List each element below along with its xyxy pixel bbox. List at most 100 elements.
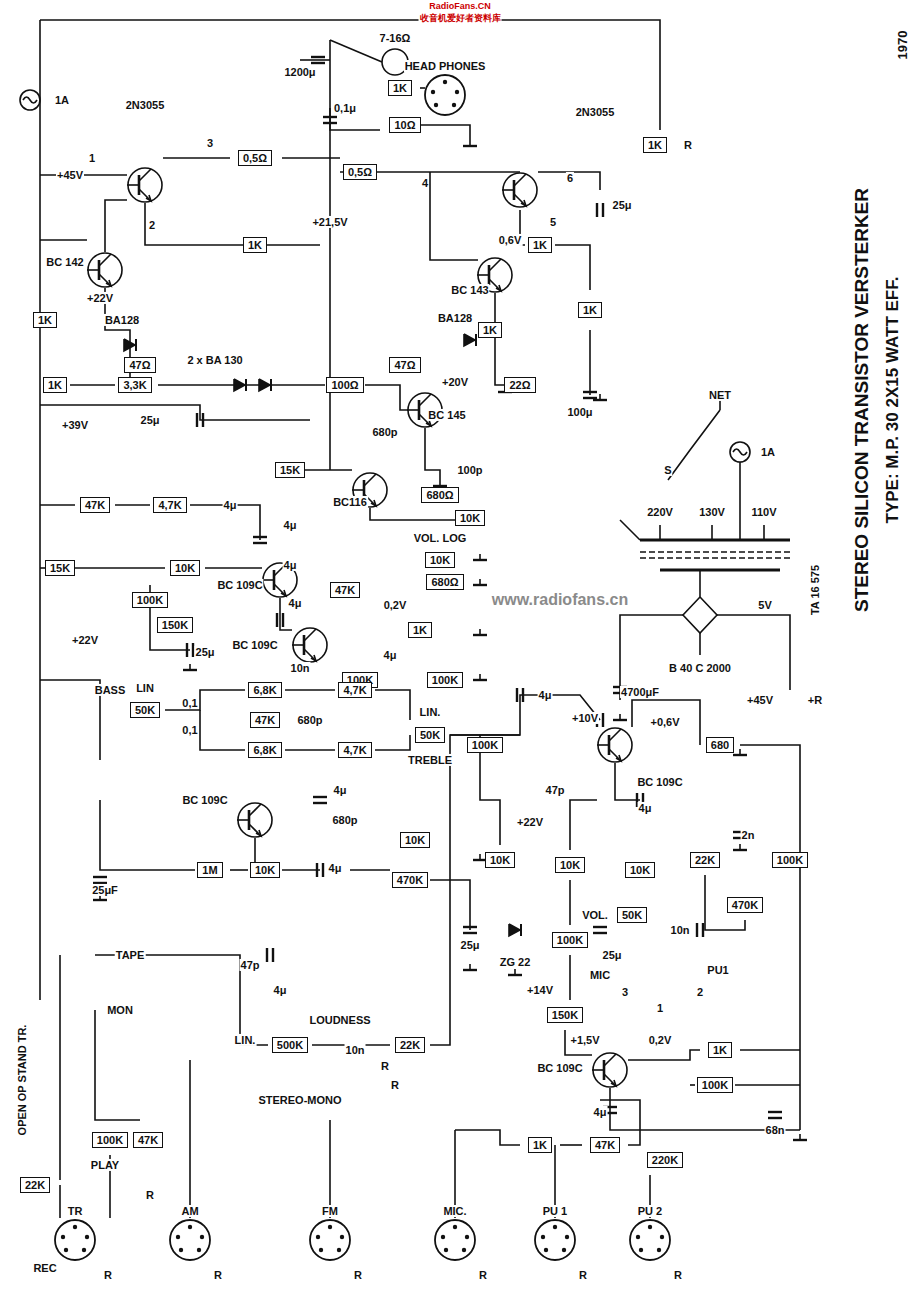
wire xyxy=(450,695,600,735)
component-value: 100Ω xyxy=(331,379,358,391)
rectifier-bridge xyxy=(683,597,717,633)
resistor-symbol: 10K xyxy=(555,857,585,874)
part-label: R xyxy=(353,1269,363,1281)
part-label: 1 xyxy=(88,152,96,164)
part-label: 4μ xyxy=(283,519,298,531)
wire xyxy=(620,615,683,700)
resistor-symbol: 47K xyxy=(133,1132,163,1149)
part-label: R xyxy=(145,1189,155,1201)
wire xyxy=(282,157,340,159)
resistor-symbol: 15K xyxy=(45,560,75,577)
wire xyxy=(40,405,310,420)
resistor-symbol: 1K xyxy=(33,312,57,329)
component-value: 1M xyxy=(202,864,217,876)
wire xyxy=(699,570,701,597)
watermark: 收音机爱好者资料库 xyxy=(419,14,502,24)
component-value: 1K xyxy=(583,304,597,316)
wire xyxy=(699,633,701,655)
resistor-symbol: 22K xyxy=(690,852,720,869)
part-label: 4μ xyxy=(333,784,348,796)
component-value: 470K xyxy=(732,899,758,911)
part-label: VOL. xyxy=(581,909,609,921)
part-label: 0,2V xyxy=(648,1034,673,1046)
part-label: 100μ xyxy=(566,406,593,418)
diagram-title: STEREO SILICON TRANSISTOR VERSTERKER xyxy=(852,187,873,613)
part-label: PU1 xyxy=(706,964,729,976)
part-label: R xyxy=(683,139,693,151)
resistor-symbol: 1K xyxy=(643,137,667,154)
component-value: 1K xyxy=(533,1139,547,1151)
capacitor-symbol xyxy=(311,57,325,63)
part-label: LOUDNESS xyxy=(308,1014,371,1026)
wire xyxy=(455,1130,520,1145)
wire xyxy=(375,690,410,720)
part-label: 4μ xyxy=(328,862,343,874)
part-label: 110V xyxy=(750,506,777,518)
ground-symbol xyxy=(433,480,447,486)
part-label: 1A xyxy=(760,446,776,458)
part-label: BC 145 xyxy=(427,409,466,421)
part-label: 1A xyxy=(54,94,70,106)
diode-symbol xyxy=(234,379,246,391)
capacitor-symbol xyxy=(93,877,107,883)
part-label: 25μ xyxy=(140,414,161,426)
transistor-symbol xyxy=(502,173,537,207)
component-value: 1K xyxy=(248,239,262,251)
wire xyxy=(555,245,590,290)
part-label: 680p xyxy=(331,814,358,826)
part-label: LIN. xyxy=(419,706,442,718)
resistor-symbol: 680Ω xyxy=(421,487,458,504)
component-value: 680Ω xyxy=(431,576,458,588)
component-value: 680Ω xyxy=(426,489,453,501)
capacitor-symbol xyxy=(197,413,203,427)
component-value: 4,7K xyxy=(343,744,366,756)
resistor-symbol: 10K xyxy=(400,832,430,849)
part-label: +R xyxy=(807,694,823,706)
resistor-symbol: 1K xyxy=(478,322,502,339)
component-value: 47K xyxy=(138,1134,158,1146)
wire xyxy=(717,615,790,690)
part-label: BC 109C xyxy=(536,1062,583,1074)
part-label: 25μ xyxy=(602,949,623,961)
ground-symbol xyxy=(473,554,487,560)
part-label: R xyxy=(673,1269,683,1281)
resistor-symbol: 150K xyxy=(547,1007,583,1024)
part-label: VOL. LOG xyxy=(413,532,468,544)
resistor-symbol: 470K xyxy=(392,872,428,889)
wire xyxy=(115,504,150,506)
component-value: 4,7K xyxy=(158,499,181,511)
part-label: MON xyxy=(106,1004,134,1016)
socket-name: MIC. xyxy=(442,1205,467,1217)
resistor-symbol: 10K xyxy=(485,852,515,869)
part-label: +21,5V xyxy=(311,216,348,228)
socket-outline xyxy=(52,1217,98,1263)
socket-outline xyxy=(532,1217,578,1263)
wire xyxy=(375,735,410,750)
part-label: 25μF xyxy=(91,884,119,896)
component-value: 10K xyxy=(490,854,510,866)
component-value: 10K xyxy=(405,834,425,846)
wire xyxy=(560,1144,582,1146)
wire xyxy=(145,203,320,245)
part-label: 4μ xyxy=(593,1106,608,1118)
capacitor-symbol xyxy=(697,923,703,937)
wire xyxy=(40,239,87,241)
part-label: 4μ xyxy=(223,499,238,511)
part-label: NET xyxy=(708,389,732,401)
component-value: 4,7K xyxy=(343,684,366,696)
part-label: 130V xyxy=(698,506,726,518)
part-label: B 40 C 2000 xyxy=(668,662,732,674)
socket-outline xyxy=(167,1217,213,1263)
resistor-symbol: 47Ω xyxy=(124,357,155,374)
component-value: 100K xyxy=(137,594,163,606)
resistor-symbol: 10K xyxy=(455,510,485,527)
part-label: +20V xyxy=(441,376,469,388)
part-label: 680p xyxy=(371,426,398,438)
resistor-symbol: 0,5Ω xyxy=(343,164,377,181)
resistor-symbol: 220K xyxy=(647,1152,683,1169)
part-label: BASS xyxy=(94,684,127,696)
part-label: 25μ xyxy=(460,939,481,951)
diagram-caption: TYPE: M.P. 30 2X15 WATT EFF. xyxy=(884,276,903,525)
wire xyxy=(420,125,470,140)
resistor-symbol: 1K xyxy=(528,237,552,254)
